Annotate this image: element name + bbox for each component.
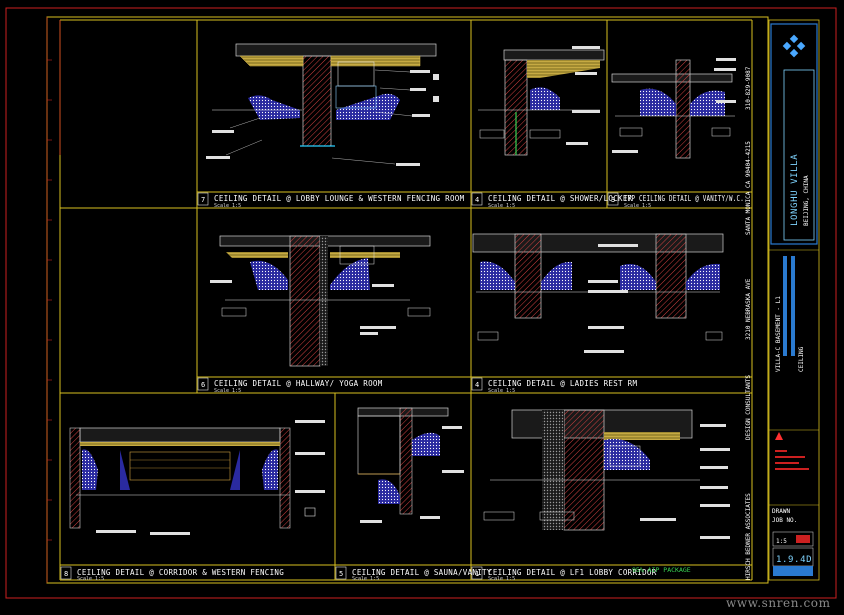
detail-8-scale: Scale 1:5	[77, 576, 104, 582]
detail-8-drawing	[69, 420, 325, 535]
scale-value: 1:5	[776, 538, 787, 545]
detail-4b-number: 4	[475, 381, 479, 389]
watermark-text: www.snren.com	[726, 596, 831, 610]
firm-name: HIRSCH BEDNER ASSOCIATES	[745, 493, 752, 580]
package-note: 95% AIP PACKAGE	[632, 566, 691, 574]
detail-5-title: CEILING DETAIL @ SAUNA/VANITY	[352, 568, 492, 577]
title-block: LONGHU VILLA BEIJING, CHINA VILLA-C BASE…	[768, 19, 820, 581]
project-location: BEIJING, CHINA	[803, 175, 810, 226]
detail-7-scale: Scale 1:5	[214, 203, 241, 209]
detail-8-number: 8	[64, 570, 68, 578]
detail-5-scale: Scale 1:5	[352, 576, 379, 582]
consultant-city: SANTA MONICA CA 90404-4215	[745, 141, 752, 235]
border-ticks	[47, 59, 52, 541]
detail-6-scale: Scale 1:5	[214, 388, 241, 394]
detail-4a-title: CEILING DETAIL @ SHOWER/LOCKER	[488, 194, 633, 203]
detail-6-number: 6	[201, 381, 205, 389]
detail-4a-drawing	[478, 46, 605, 156]
sheet-border-red	[5, 7, 837, 599]
detail-1-scale: Scale 1:5	[488, 576, 515, 582]
sheet-title: VILLA-C BASEMENT - L1	[775, 296, 782, 372]
warning-icon	[775, 432, 783, 440]
detail-4b-title: CEILING DETAIL @ LADIES REST RM	[488, 379, 637, 388]
consultant-address: 3210 NEBRASKA AVE	[745, 278, 752, 340]
detail-3-title: TYP CEILING DETAIL @ VANITY/W.C.	[624, 194, 744, 203]
sheet-subtitle: CEILING	[798, 346, 805, 372]
detail-1-number: 1	[475, 570, 479, 578]
detail-4b-scale: Scale 1:5	[488, 388, 515, 394]
project-name: LONGHU VILLA	[790, 154, 800, 226]
company-logo-icon	[782, 34, 806, 58]
sheet-number: 1.9.4D	[776, 555, 812, 565]
detail-3-number: 3	[611, 196, 615, 204]
detail-4a-scale: Scale 1:5	[488, 203, 515, 209]
consultant-strip: 310-829-9087 SANTA MONICA CA 90404-4215 …	[745, 66, 752, 580]
detail-8-title: CEILING DETAIL @ CORRIDOR & WESTERN FENC…	[77, 568, 284, 577]
detail-1-drawing	[483, 409, 730, 539]
detail-7-title: CEILING DETAIL @ LOBBY LOUNGE & WESTERN …	[214, 194, 465, 203]
detail-5-number: 5	[339, 570, 343, 578]
detail-1-title: CEILING DETAIL @ LF1 LOBBY CORRIDOR	[488, 568, 657, 577]
detail-6-drawing	[210, 235, 431, 367]
firm-subtitle: DESIGN CONSULTANTS	[745, 375, 752, 440]
detail-3-drawing	[611, 58, 736, 159]
detail-5-drawing	[357, 407, 464, 523]
drawn-label: DRAWN	[772, 508, 790, 515]
detail-4a-number: 4	[475, 196, 479, 204]
detail-7-drawing	[206, 43, 439, 166]
consultant-phone: 310-829-9087	[745, 66, 752, 110]
detail-grid	[59, 19, 753, 581]
job-label: JOB NO.	[772, 517, 797, 524]
detail-4b-drawing	[472, 233, 724, 353]
detail-7-number: 7	[201, 196, 205, 204]
detail-3-scale: Scale 1:5	[624, 203, 651, 209]
detail-titles: 7 CEILING DETAIL @ LOBBY LOUNGE & WESTER…	[60, 192, 744, 582]
detail-6-title: CEILING DETAIL @ HALLWAY/ YOGA ROOM	[214, 379, 383, 388]
